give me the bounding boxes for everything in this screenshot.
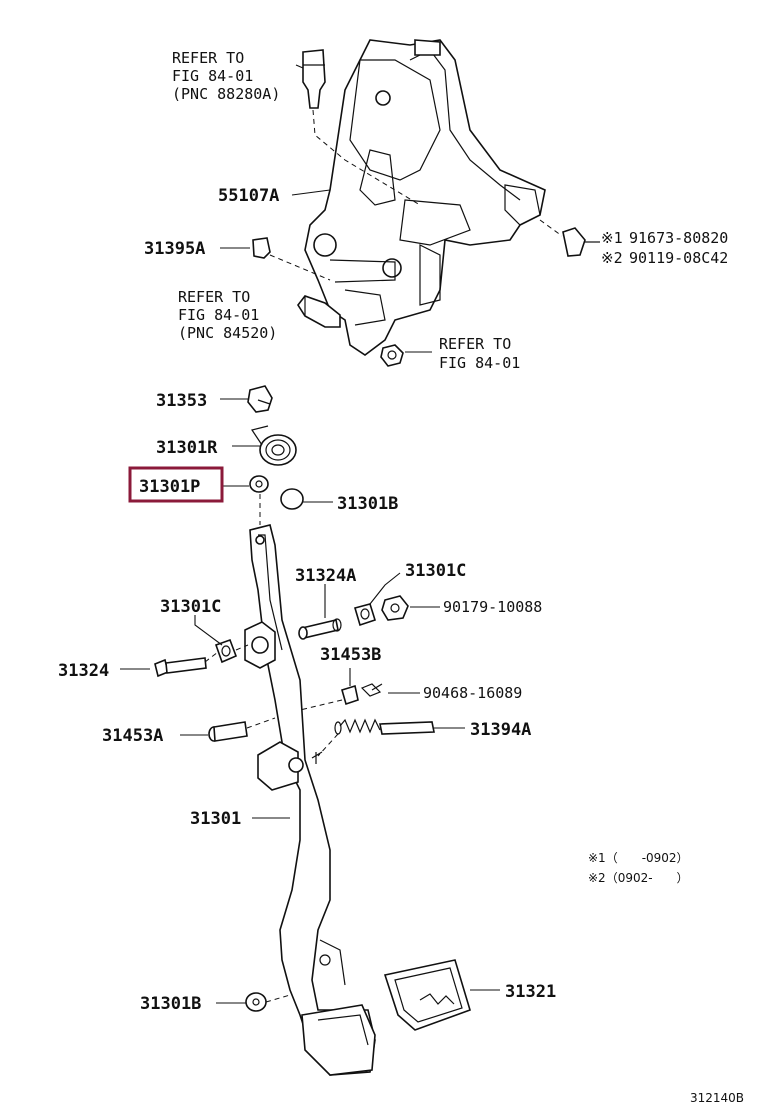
nut-90179 [381,595,409,621]
label-refer-mid: REFER TO [178,288,250,306]
label-31395A: 31395A [144,239,205,259]
label-31394A: 31394A [470,720,531,740]
spring-31301R [251,425,297,466]
label-31301R: 31301R [156,438,218,458]
label-bolt1: 91673-80820 [629,229,728,247]
bushing-31301P [249,475,269,493]
label-bolt2-mark: ※2 [601,249,623,267]
label-31453B: 31453B [320,645,381,665]
note-2: ※2（0902- ） [588,871,689,885]
label-refer-right-fig: FIG 84-01 [439,354,520,372]
label-31301C-left: 31301C [160,597,221,617]
collar-31301C-left [214,638,238,664]
label-bolt2: 90119-08C42 [629,249,728,267]
bolt-31324 [154,657,207,678]
stop-lamp-switch [302,49,326,109]
label-31353: 31353 [156,391,207,411]
cushion-31301B-bottom [245,992,267,1012]
cushion-31301B-top [280,488,304,510]
pedal-pad-31321 [383,959,471,1031]
note-1: ※1（ -0902） [588,851,689,865]
label-31453A: 31453A [102,726,163,746]
label-bolt1-mark: ※1 [601,229,623,247]
pin-31453A [208,721,248,742]
clip-31353 [247,385,273,413]
label-90468: 90468-16089 [423,684,522,702]
label-55107A: 55107A [218,186,279,206]
label-refer-top: REFER TO [172,49,244,67]
collar-31301C-right [354,603,376,627]
label-31301P: 31301P [139,477,200,497]
label-90179: 90179-10088 [443,598,542,616]
bracket-bolt [562,227,600,257]
spring-31394A [334,718,435,735]
pedal-arm-31301 [244,524,376,1076]
highlight-box-31301P [128,466,224,503]
label-31301C-right: 31301C [405,561,466,581]
label-refer-mid-fig: FIG 84-01 [178,306,259,324]
clip-31395A [252,237,271,259]
label-31301: 31301 [190,809,241,829]
label-31324: 31324 [58,661,109,681]
bushing-31453B [341,684,359,706]
pin-31324A [298,618,342,640]
label-refer-mid-pnc: (PNC 84520) [178,324,277,342]
label-31321: 31321 [505,982,556,1002]
clip-90468 [360,683,383,697]
clutch-switch [297,295,341,328]
label-refer-right: REFER TO [439,335,511,353]
label-refer-top-pnc: (PNC 88280A) [172,85,280,103]
label-31324A: 31324A [295,566,356,586]
pedal-bracket-55107A [304,39,546,356]
bracket-nut [380,344,404,367]
label-31301B-top: 31301B [337,494,398,514]
label-31301B-bottom: 31301B [140,994,201,1014]
label-refer-top-fig: FIG 84-01 [172,67,253,85]
figure-code: 312140B [690,1091,744,1105]
